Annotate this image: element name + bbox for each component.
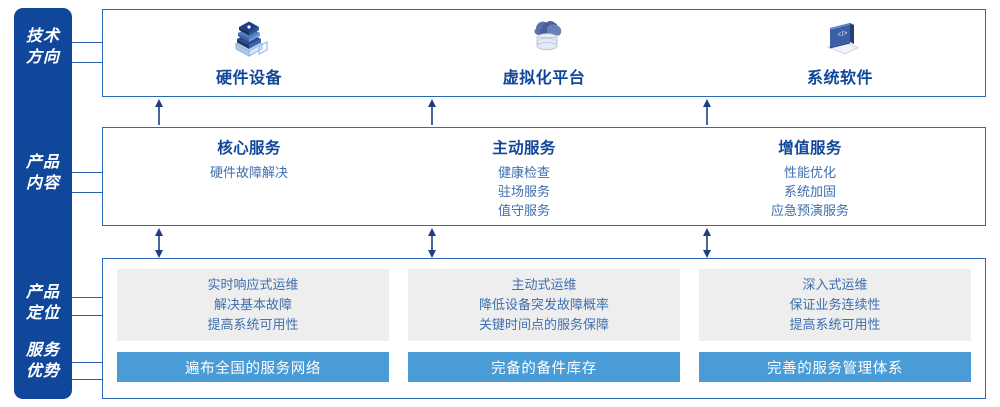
connector-arrow-up [152,99,166,130]
tech-card-title: 硬件设备 [215,70,282,87]
content-card-item: 性能优化 [783,165,836,180]
rail-label-product-content: 产品 内容 [25,154,60,192]
rail-label-tech-direction: 技术 方向 [25,28,60,66]
advantage-bar-spare-parts[interactable]: 完备的备件库存 [408,352,680,382]
position-card-realtime[interactable]: 实时响应式运维 解决基本故障 提高系统可用性 [117,269,389,341]
content-card-value-added-service[interactable]: 增值服务 性能优化 系统加固 应急预演服务 [690,136,930,220]
rail-connector-stub [72,297,103,298]
position-card-line: 提高系统可用性 [207,317,299,332]
connector-arrow-up [700,99,714,130]
tech-card-system-software[interactable]: </> 系统软件 [740,16,940,96]
content-card-title: 主动服务 [492,140,556,157]
rail-connector-stub [72,42,103,43]
left-rail [14,8,72,399]
content-card-title: 增值服务 [778,140,842,157]
tech-card-title: 系统软件 [806,70,873,87]
position-card-indepth[interactable]: 深入式运维 保证业务连续性 提高系统可用性 [699,269,971,341]
connector-arrow-double [425,228,439,263]
product-position-advantage-row: 实时响应式运维 解决基本故障 提高系统可用性 主动式运维 降低设备突发故障概率 … [102,258,986,399]
laptop-code-icon: </> [814,16,866,62]
position-card-proactive[interactable]: 主动式运维 降低设备突发故障概率 关键时间点的服务保障 [408,269,680,341]
rail-connector-stub [72,192,103,193]
content-card-item: 应急预演服务 [770,203,849,218]
position-card-line: 保证业务连续性 [789,297,881,312]
rail-label-product-position: 产品 定位 [25,284,60,322]
advantage-bar-service-network[interactable]: 遍布全国的服务网络 [117,352,389,382]
content-card-item: 值守服务 [497,203,550,218]
rail-label-service-advantage: 服务 优势 [25,342,60,380]
position-card-line: 实时响应式运维 [207,277,299,292]
position-card-line: 关键时间点的服务保障 [478,317,609,332]
rail-connector-stub [72,315,103,316]
product-content-row: 核心服务 硬件故障解决 主动服务 健康检查 驻场服务 值守服务 增值服务 性能优… [102,127,986,226]
content-card-title: 核心服务 [217,140,281,157]
content-card-core-service[interactable]: 核心服务 硬件故障解决 [129,136,369,182]
content-card-item: 驻场服务 [497,184,550,199]
tech-card-hardware[interactable]: 硬件设备 [149,16,349,96]
content-card-item: 硬件故障解决 [209,165,288,180]
rail-connector-stub [72,62,103,63]
position-card-line: 深入式运维 [802,277,868,292]
position-card-line: 提高系统可用性 [789,317,881,332]
position-card-line: 降低设备突发故障概率 [478,297,609,312]
tech-card-virtualization[interactable]: 虚拟化平台 [444,16,644,96]
position-card-line: 解决基本故障 [213,297,292,312]
connector-arrow-up [425,99,439,130]
svg-text:</>: </> [837,30,849,39]
content-card-item: 健康检查 [497,165,550,180]
connector-arrow-double [700,228,714,263]
cloud-database-icon [518,16,570,62]
rail-connector-stub [72,362,103,363]
position-card-line: 主动式运维 [511,277,577,292]
advantage-bar-management-system[interactable]: 完善的服务管理体系 [699,352,971,382]
server-stack-icon [223,16,275,62]
tech-card-title: 虚拟化平台 [502,70,586,87]
rail-connector-stub [72,172,103,173]
content-card-proactive-service[interactable]: 主动服务 健康检查 驻场服务 值守服务 [404,136,644,220]
content-card-item: 系统加固 [783,184,836,199]
connector-arrow-double [152,228,166,263]
tech-direction-row: 硬件设备 虚拟化平台 [102,9,986,97]
rail-connector-stub [72,379,103,380]
